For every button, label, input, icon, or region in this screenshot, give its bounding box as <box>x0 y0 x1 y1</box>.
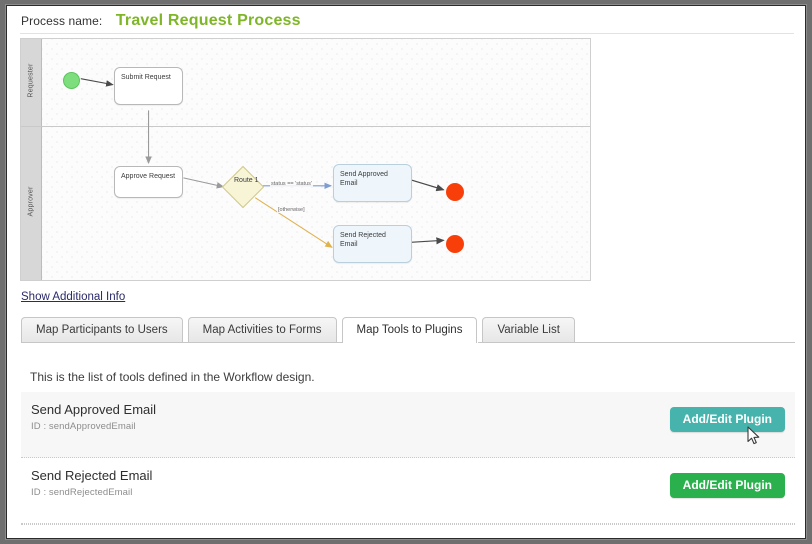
tool-row-title: Send Approved Email <box>31 402 157 417</box>
add-edit-plugin-button[interactable]: Add/Edit Plugin <box>669 407 785 432</box>
tool-row-id: ID : sendRejectedEmail <box>31 487 133 498</box>
process-name-value: Travel Request Process <box>115 12 301 29</box>
list-bottom-divider <box>21 524 795 525</box>
tab-variable-list[interactable]: Variable List <box>482 317 575 343</box>
node-send-rejected-email-label: Send Rejected Email <box>340 232 386 249</box>
page-surface: Process name: Travel Request Process Req… <box>6 5 806 539</box>
start-event-node[interactable] <box>63 72 80 89</box>
swimlane-requester-label: Requester <box>27 62 35 98</box>
page-header: Process name: Travel Request Process <box>7 6 805 33</box>
tool-row[interactable]: Send Approved Email ID : sendApprovedEmai… <box>21 392 795 458</box>
workflow-diagram-canvas[interactable]: Requester Approver <box>20 38 591 281</box>
node-submit-request-label: Submit Request <box>121 74 171 81</box>
panel-description: This is the list of tools defined in the… <box>30 370 315 384</box>
swimlane-requester: Requester <box>21 39 590 127</box>
tool-row[interactable]: Send Rejected Email ID : sendRejectedEmai… <box>21 458 795 524</box>
header-divider <box>20 33 794 34</box>
swimlane-approver: Approver <box>21 127 590 280</box>
node-approve-request-label: Approve Request <box>121 173 176 180</box>
edge-label-otherwise: [otherwise] <box>277 207 306 213</box>
swimlane-requester-header: Requester <box>21 39 42 126</box>
swimlane-requester-body <box>42 39 590 126</box>
node-approve-request[interactable]: Approve Request <box>114 166 183 198</box>
edge-label-approved: status == 'status' <box>270 181 313 187</box>
swimlane-approver-label: Approver <box>27 186 35 217</box>
tool-row-id: ID : sendApprovedEmail <box>31 421 136 432</box>
tab-map-tools-to-plugins[interactable]: Map Tools to Plugins <box>341 317 478 343</box>
add-edit-plugin-button[interactable]: Add/Edit Plugin <box>669 473 785 498</box>
process-name-label: Process name: <box>21 14 103 28</box>
node-send-rejected-email[interactable]: Send Rejected Email <box>333 225 412 263</box>
tab-map-activities-to-forms[interactable]: Map Activities to Forms <box>187 317 337 343</box>
swimlane-approver-body <box>42 127 590 280</box>
end-event-node-approved[interactable] <box>446 183 464 201</box>
tool-row-title: Send Rejected Email <box>31 468 153 483</box>
show-additional-info-link[interactable]: Show Additional Info <box>21 291 126 303</box>
node-send-approved-email[interactable]: Send Approved Email <box>333 164 412 202</box>
node-send-approved-email-label: Send Approved Email <box>340 171 388 188</box>
swimlane-approver-header: Approver <box>21 127 42 280</box>
tab-map-participants-to-users[interactable]: Map Participants to Users <box>21 317 183 343</box>
tool-plugin-list: Send Approved Email ID : sendApprovedEmai… <box>21 392 795 524</box>
gateway-route-1-label: Route 1 <box>234 177 259 184</box>
node-submit-request[interactable]: Submit Request <box>114 67 183 105</box>
end-event-node-rejected[interactable] <box>446 235 464 253</box>
